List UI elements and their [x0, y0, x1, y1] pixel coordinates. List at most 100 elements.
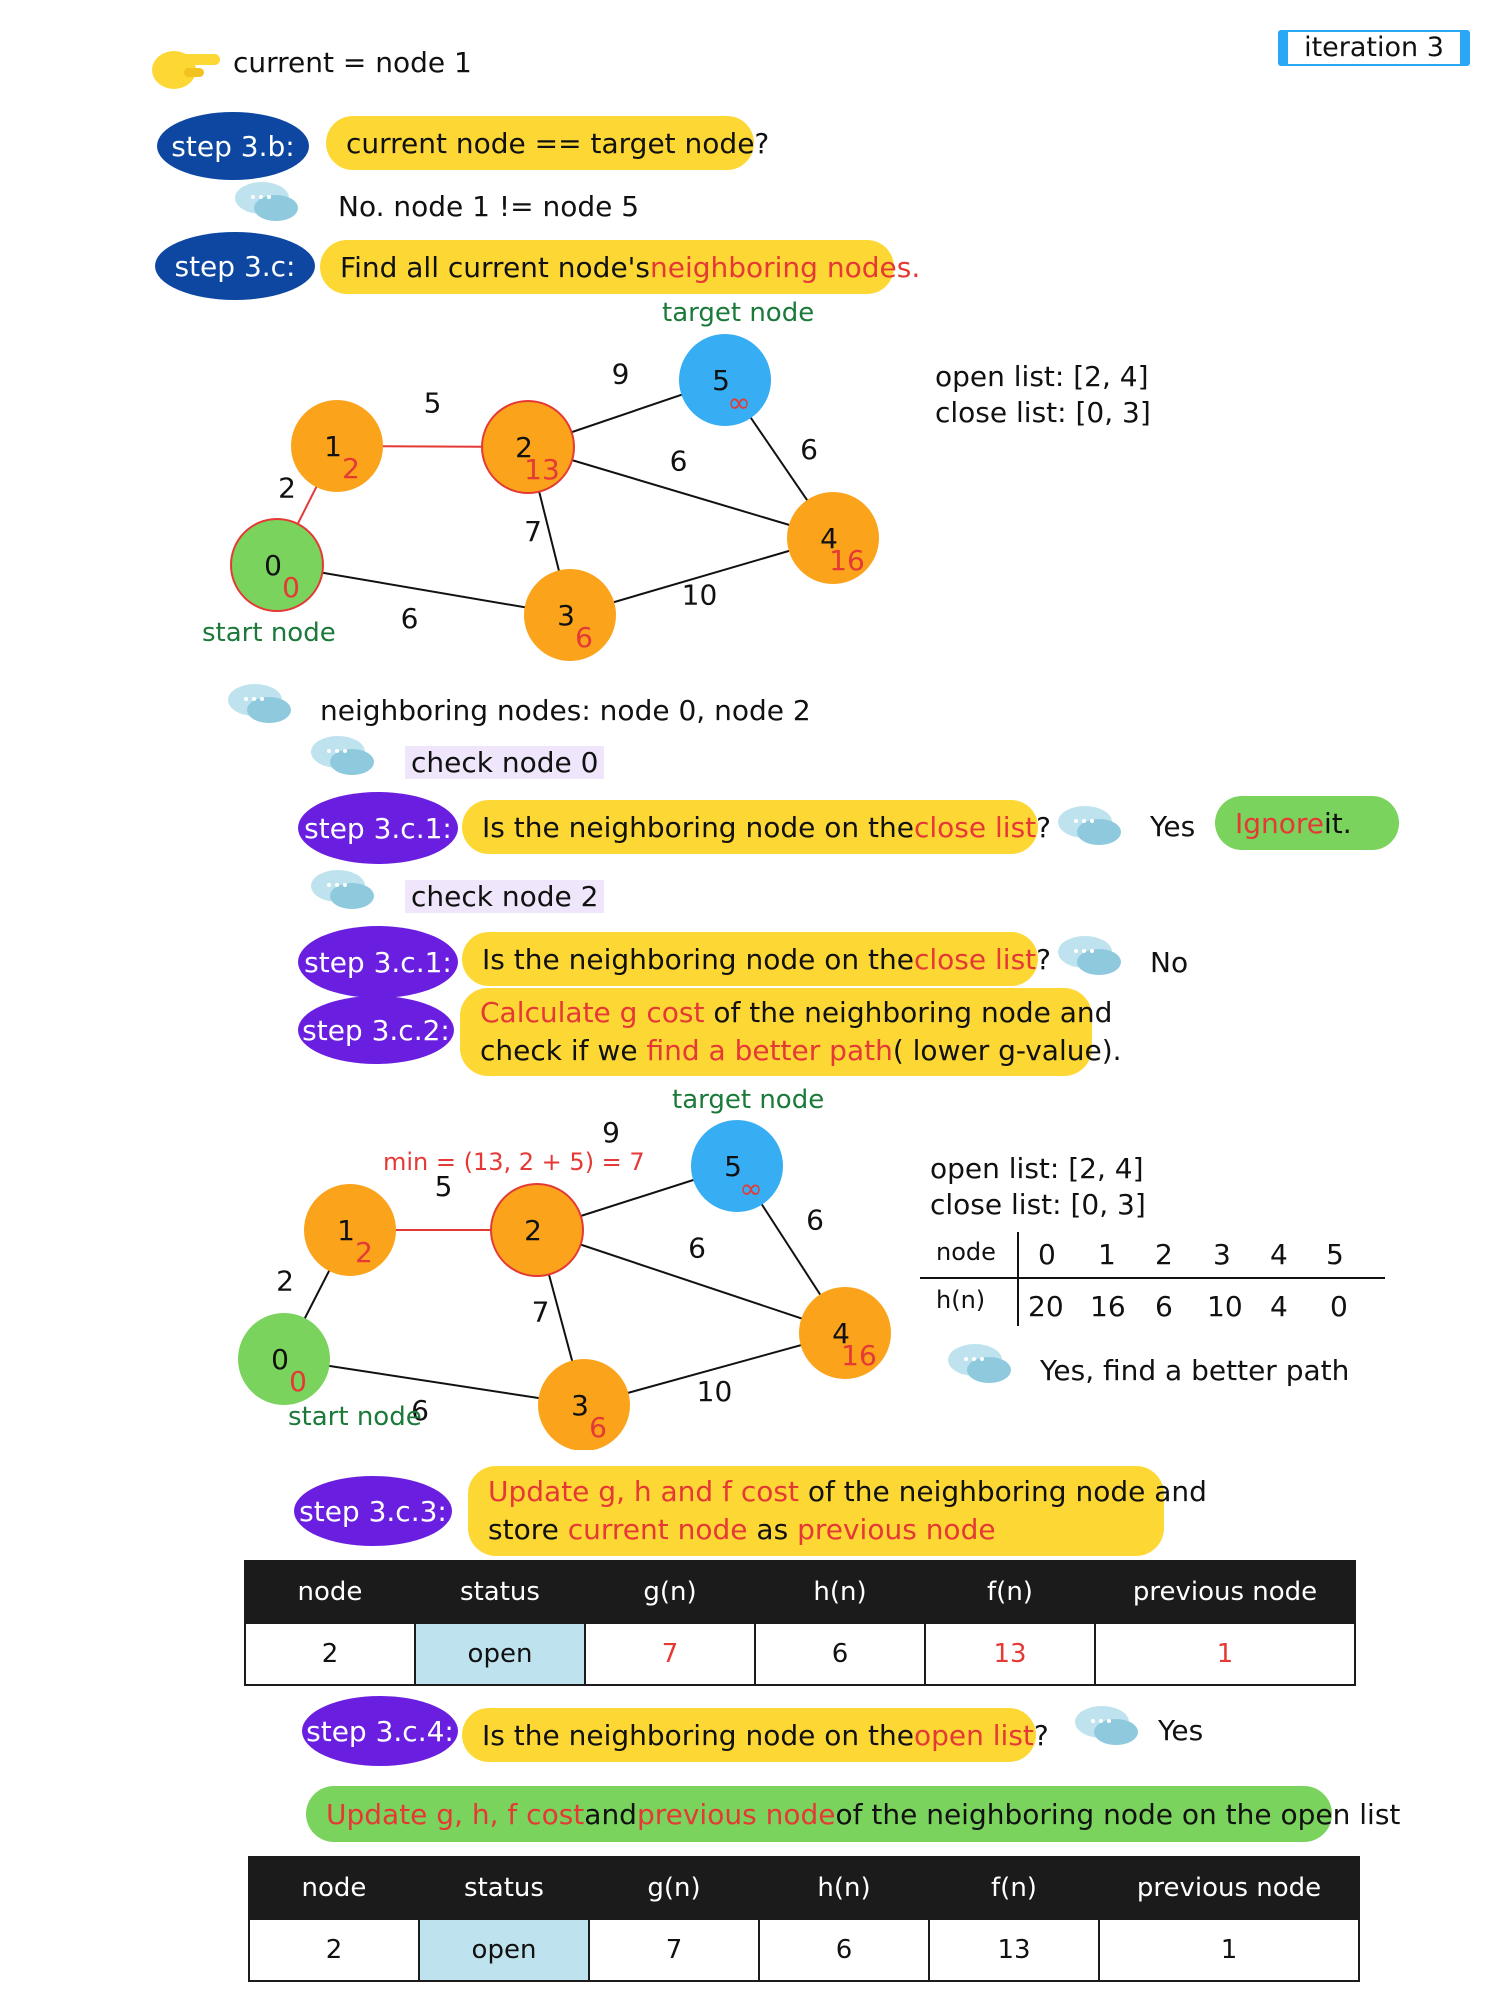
edge-weight-label: 5 — [424, 387, 442, 420]
graph-node — [230, 518, 324, 612]
q-text-b: open list — [914, 1718, 1034, 1752]
step-3c3-badge: step 3.c.3: — [294, 1476, 452, 1546]
q-text-a: Is the neighboring node on the — [482, 810, 914, 844]
node-g-value: ∞ — [727, 386, 750, 419]
cell-previous: 1 — [1098, 1918, 1360, 1982]
q-text-a: Is the neighboring node on the — [482, 942, 914, 976]
heuristic-h-3: 10 — [1207, 1290, 1243, 1323]
col-node: node — [248, 1856, 420, 1920]
better-path-answer: Yes, find a better path — [1040, 1354, 1350, 1387]
cell-f: 13 — [924, 1622, 1096, 1686]
graph-edge — [527, 446, 834, 539]
graph-node — [679, 334, 771, 426]
cell-node: 2 — [248, 1918, 420, 1982]
edge-weight-label: 7 — [532, 1296, 550, 1329]
node-id-label: 5 — [712, 364, 730, 397]
cell-status: open — [414, 1622, 586, 1686]
q-text-c: ? — [1033, 1718, 1049, 1752]
node-id-label: 2 — [515, 431, 533, 464]
col-previous: previous node — [1094, 1560, 1356, 1624]
chat-bubble-icon — [228, 684, 291, 723]
l2-a: check if we — [480, 1034, 647, 1067]
pointing-hand-icon — [150, 40, 222, 96]
l1-b: of the neighboring node and — [704, 996, 1113, 1029]
edge-weight-label: 9 — [602, 1116, 620, 1149]
chat-bubble-icon — [1058, 806, 1121, 845]
graph-edge — [276, 564, 571, 616]
l1-a: Update g, h and f cost — [488, 1475, 799, 1508]
l2-b: current node — [567, 1513, 748, 1546]
col-previous: previous node — [1098, 1856, 1360, 1920]
node-id-label: 2 — [524, 1214, 542, 1247]
node-id-label: 1 — [324, 430, 342, 463]
heuristic-node-1: 1 — [1098, 1238, 1116, 1271]
edge-weight-label: 10 — [697, 1375, 733, 1408]
col-status: status — [418, 1856, 590, 1920]
node-g-value: 16 — [829, 544, 865, 577]
heuristic-h-5: 0 — [1330, 1290, 1348, 1323]
col-g: g(n) — [588, 1856, 760, 1920]
heuristic-row-label-node: node — [936, 1238, 996, 1266]
step-3c3-line-2: store current node as previous node — [488, 1511, 996, 1549]
neighboring-nodes-text: neighboring nodes: node 0, node 2 — [320, 694, 811, 727]
iteration-badge: iteration 3 — [1278, 30, 1470, 66]
step-3c1-question: Is the neighboring node on the close lis… — [462, 932, 1051, 986]
graph-2-min-label: min = (13, 2 + 5) = 7 — [383, 1148, 645, 1176]
q-text-c: ? — [1036, 942, 1052, 976]
edge-weight-label: 6 — [411, 1394, 429, 1427]
edge-weight-label: 7 — [524, 515, 542, 548]
table-row: 2 open 7 6 13 1 — [244, 1622, 1356, 1686]
heuristic-table-col-divider — [1017, 1232, 1019, 1326]
check-node-0-text: check node 0 — [405, 746, 605, 779]
graph-node — [481, 400, 575, 494]
node-id-label: 4 — [832, 1317, 850, 1350]
l1-a: Calculate g cost — [480, 996, 705, 1029]
cell-h: 6 — [758, 1918, 930, 1982]
chat-bubble-icon — [311, 736, 374, 775]
col-h: h(n) — [754, 1560, 926, 1624]
node-id-label: 3 — [557, 599, 575, 632]
node-id-label: 3 — [571, 1389, 589, 1422]
chat-bubble-icon — [1058, 936, 1121, 975]
banner-a: Update g, h, f cost — [326, 1797, 585, 1831]
banner-d: of the neighboring node on the open list — [835, 1797, 1401, 1831]
q-text-b: close list — [914, 942, 1037, 976]
step-3b-badge: step 3.b: — [157, 112, 309, 180]
check-node-0: check node 0 — [405, 746, 605, 779]
step-3c1-answer-no: No — [1150, 946, 1189, 979]
graph-node — [538, 1359, 630, 1450]
current-node-label: current = node 1 — [233, 46, 472, 79]
heuristic-table: node h(n) 0 1 2 3 4 5 20 16 6 10 4 0 — [920, 1232, 1385, 1326]
graph-node — [291, 400, 383, 492]
heuristic-table-row-divider — [920, 1277, 1385, 1279]
l2-c: as — [747, 1513, 798, 1546]
heuristic-node-4: 4 — [1270, 1238, 1288, 1271]
cell-h: 6 — [754, 1622, 926, 1686]
cell-previous: 1 — [1094, 1622, 1356, 1686]
graph-1-close-list: close list: [0, 3] — [935, 396, 1151, 429]
heuristic-h-0: 20 — [1028, 1290, 1064, 1323]
node-g-value: 6 — [589, 1411, 607, 1444]
step-3c2-line-1: Calculate g cost of the neighboring node… — [480, 994, 1112, 1032]
l1-b: of the neighboring node and — [798, 1475, 1207, 1508]
cell-g: 7 — [584, 1622, 756, 1686]
graph-2-target-label: target node — [672, 1085, 825, 1115]
l2-d: previous node — [797, 1513, 996, 1546]
step-3c4-question: Is the neighboring node on the open list… — [462, 1708, 1049, 1762]
graph-node — [799, 1287, 891, 1379]
node-id-label: 4 — [820, 522, 838, 555]
cell-g: 7 — [588, 1918, 760, 1982]
node-g-value: 0 — [282, 571, 300, 604]
ignore-text-a: Ignore — [1235, 806, 1325, 840]
step-3c1-question: Is the neighboring node on the close lis… — [462, 800, 1051, 854]
check-node-2-text: check node 2 — [405, 880, 605, 913]
heuristic-h-2: 6 — [1155, 1290, 1173, 1323]
iteration-label: iteration 3 — [1288, 32, 1460, 64]
step-3c1-answer-yes: Yes — [1150, 810, 1196, 843]
col-status: status — [414, 1560, 586, 1624]
heuristic-node-2: 2 — [1155, 1238, 1173, 1271]
graph-node — [490, 1183, 584, 1277]
heuristic-h-4: 4 — [1270, 1290, 1288, 1323]
edge-weight-label: 6 — [670, 445, 688, 478]
